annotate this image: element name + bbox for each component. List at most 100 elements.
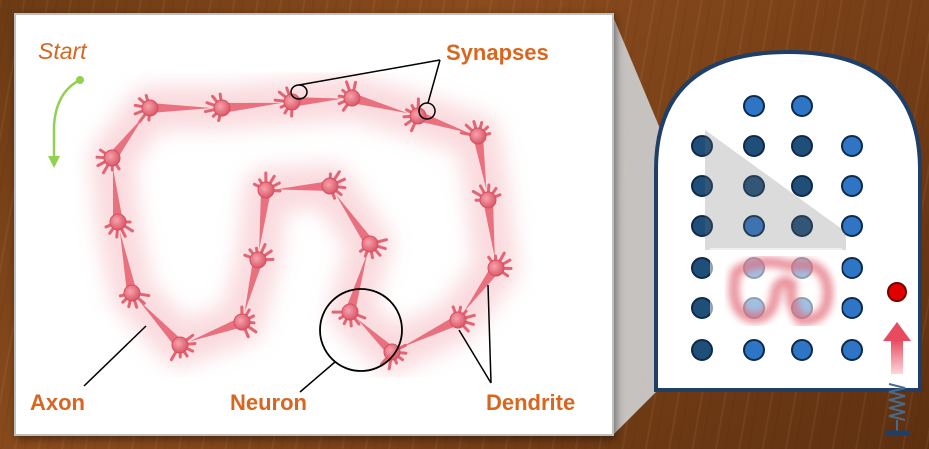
dendrite-label: Dendrite [486, 390, 576, 415]
neuron [471, 183, 502, 259]
neuron-highlight-circle [319, 288, 403, 372]
neuron [459, 120, 492, 191]
up-arrow-icon [883, 322, 911, 374]
axon [473, 135, 487, 191]
neuron [357, 318, 408, 371]
neuron-label: Neuron [230, 390, 307, 415]
projection-shadow [705, 130, 846, 250]
soma [487, 259, 505, 277]
neuron [189, 305, 258, 342]
axon [416, 111, 469, 133]
grid-site [743, 175, 765, 197]
grid-site [691, 135, 713, 157]
axon-leader [83, 325, 147, 387]
grid-site [791, 215, 813, 237]
spring-icon [885, 383, 909, 436]
synapse-leader-2 [427, 59, 441, 104]
neuron [104, 167, 134, 239]
grid-site [791, 175, 813, 197]
neuron-leader [299, 361, 336, 393]
grid-site [841, 339, 863, 361]
grid-site [791, 95, 813, 117]
synapse-marker-2 [418, 102, 436, 120]
soma [171, 336, 189, 354]
chip-grid [691, 95, 863, 361]
soma [479, 191, 497, 209]
neuron [133, 94, 212, 124]
neuron-chain [95, 80, 513, 371]
soma [449, 311, 467, 329]
grid-site [791, 135, 813, 157]
axon [259, 189, 271, 251]
neuron [138, 300, 197, 362]
grid-site [791, 339, 813, 361]
axon [108, 115, 144, 162]
axon [400, 315, 461, 348]
soma [321, 177, 339, 195]
soma [109, 213, 127, 231]
grid-site [743, 95, 765, 117]
soma [361, 235, 379, 253]
dendrite-leaders [458, 284, 492, 384]
neuron [203, 92, 283, 123]
axon [345, 253, 368, 314]
soma [213, 99, 231, 117]
neuron [400, 305, 476, 348]
neuron [252, 171, 282, 251]
neuron [335, 194, 388, 260]
grid-site [691, 175, 713, 197]
grid-site [841, 215, 863, 237]
neuron [331, 253, 368, 328]
red-ball [887, 282, 907, 302]
soma [343, 89, 361, 107]
neuron [402, 97, 469, 133]
axon [244, 258, 263, 313]
neuron [243, 243, 275, 313]
synapse-leader-1 [298, 59, 441, 86]
grid-site [841, 135, 863, 157]
axon [138, 300, 184, 349]
grid-site [691, 215, 713, 237]
soma [257, 181, 275, 199]
synapses-label: Synapses [446, 40, 549, 65]
soma [383, 343, 401, 361]
axon [291, 97, 343, 107]
neuron [95, 115, 144, 175]
soma [469, 127, 487, 145]
axon [275, 181, 331, 191]
grid-site [743, 215, 765, 237]
axon [483, 199, 495, 259]
axon-label: Axon [30, 390, 85, 415]
soma [249, 251, 267, 269]
grid-site [743, 135, 765, 157]
axon [189, 317, 244, 342]
neuron [275, 170, 347, 200]
grid-site [743, 339, 765, 361]
start-label: Start [38, 38, 87, 64]
neuron-glow [90, 76, 518, 374]
grid-site [841, 175, 863, 197]
soma [233, 313, 251, 331]
curved-arrow-down-icon [48, 76, 84, 168]
grid-site [691, 339, 713, 361]
mini-neuron-path [729, 257, 834, 326]
axon [221, 102, 283, 113]
axon [350, 93, 409, 114]
axon [112, 167, 123, 223]
neuron [118, 231, 151, 309]
axon [335, 194, 375, 247]
soma [103, 149, 121, 167]
soma [123, 284, 141, 302]
neuron [463, 251, 513, 312]
axon [119, 231, 137, 294]
mini-neuron-loop [729, 257, 834, 326]
axon [463, 265, 501, 312]
neuron [337, 80, 409, 114]
soma [341, 303, 359, 321]
soma [141, 99, 159, 117]
soma [409, 107, 427, 125]
synapse-markers [290, 59, 441, 120]
axon [150, 103, 212, 113]
